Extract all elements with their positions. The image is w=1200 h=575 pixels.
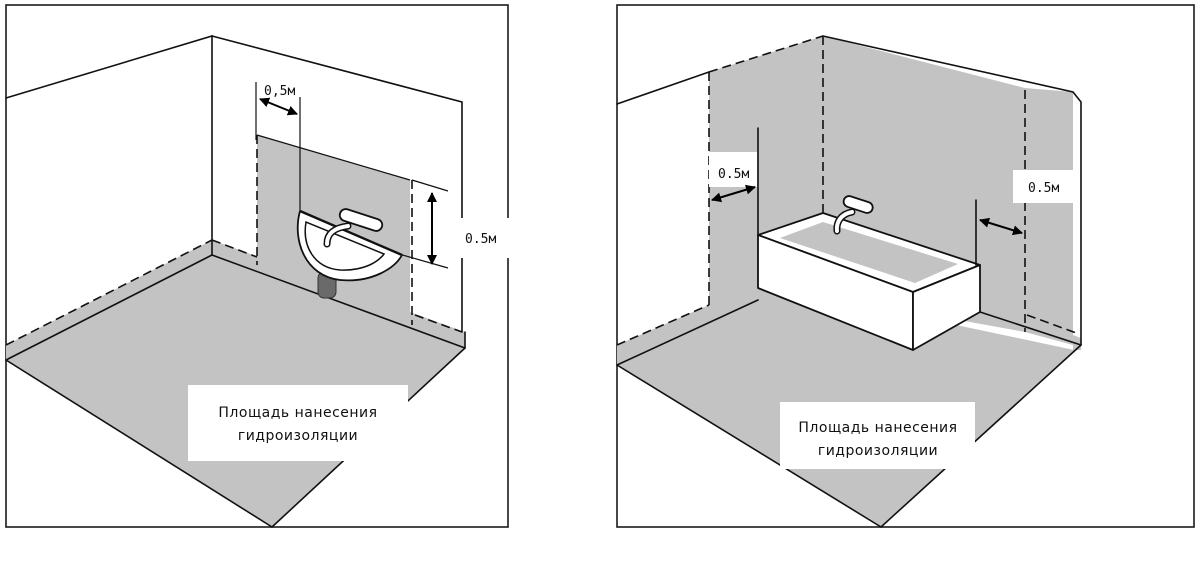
left-wall-skirting-zone	[617, 305, 709, 365]
panel-bathtub: 0.5м 0.5м Площадь нанесения гидроизоляци…	[616, 4, 1195, 528]
dimension-label-box-vertical	[455, 218, 515, 258]
left-skirting-dashed-edge	[616, 304, 710, 346]
dimension-label-left: 0.5м	[718, 167, 749, 182]
area-label-line2: гидроизоляции	[238, 428, 358, 444]
dimension-label-right: 0.5м	[1028, 181, 1059, 196]
left-wall-top-edge	[616, 71, 710, 105]
left-skirting-dashed-edge	[5, 239, 213, 346]
dimension-label-box-right	[1013, 170, 1076, 203]
sink-bowl-inner	[304, 220, 386, 271]
sink-zone-top-edge	[256, 134, 411, 181]
area-label-box	[780, 402, 975, 469]
right-wall-zone	[1025, 88, 1073, 345]
right-skirting-dashed-edge	[1026, 314, 1080, 335]
floor-right-edge	[979, 311, 1082, 346]
area-label-line2: гидроизоляции	[818, 443, 938, 459]
faucet-body	[338, 208, 384, 232]
floor-front-left-edge	[5, 359, 273, 528]
back-wall-top-edge-left	[708, 35, 824, 73]
faucet-spout	[325, 224, 350, 246]
floor-front-left-edge	[616, 364, 882, 528]
bathtub-faucet-spout	[834, 210, 854, 233]
dimension-label-vertical: 0.5м	[465, 232, 496, 247]
sink-bowl	[296, 210, 403, 282]
dimension-extension-top	[411, 179, 449, 192]
dimension-label-horizontal: 0,5м	[264, 84, 295, 99]
area-label-box	[188, 385, 408, 461]
dimension-arrow-horizontal	[259, 97, 298, 116]
right-wall-top-edge	[822, 35, 1082, 346]
panel-sink: 0,5м 0.5м Площадь нанесения гидроизоляци…	[5, 4, 515, 528]
floor-left-edge	[5, 254, 213, 361]
left-wall-skirting-zone	[6, 240, 212, 360]
dimension-arrow-right	[979, 217, 1023, 236]
bathtub-icon	[757, 127, 981, 351]
right-skirting-dashed-edge-b	[414, 314, 463, 333]
bathtub-basin	[780, 222, 958, 283]
bathtub-faucet-body	[842, 195, 874, 214]
area-label-line1: Площадь нанесения	[218, 405, 377, 421]
right-skirting-dashed-edge-a	[211, 239, 258, 258]
bathtub-end-side	[912, 264, 981, 351]
dimension-label-box-left	[709, 152, 757, 187]
dimension-arrow-left	[711, 184, 756, 203]
floor-right-edge	[211, 254, 466, 349]
sink-rim	[299, 209, 403, 257]
floor-front-right-edge	[880, 344, 1082, 528]
area-label-line1: Площадь нанесения	[798, 420, 957, 436]
floor-left-edge	[616, 299, 759, 366]
sink-icon	[296, 208, 403, 299]
